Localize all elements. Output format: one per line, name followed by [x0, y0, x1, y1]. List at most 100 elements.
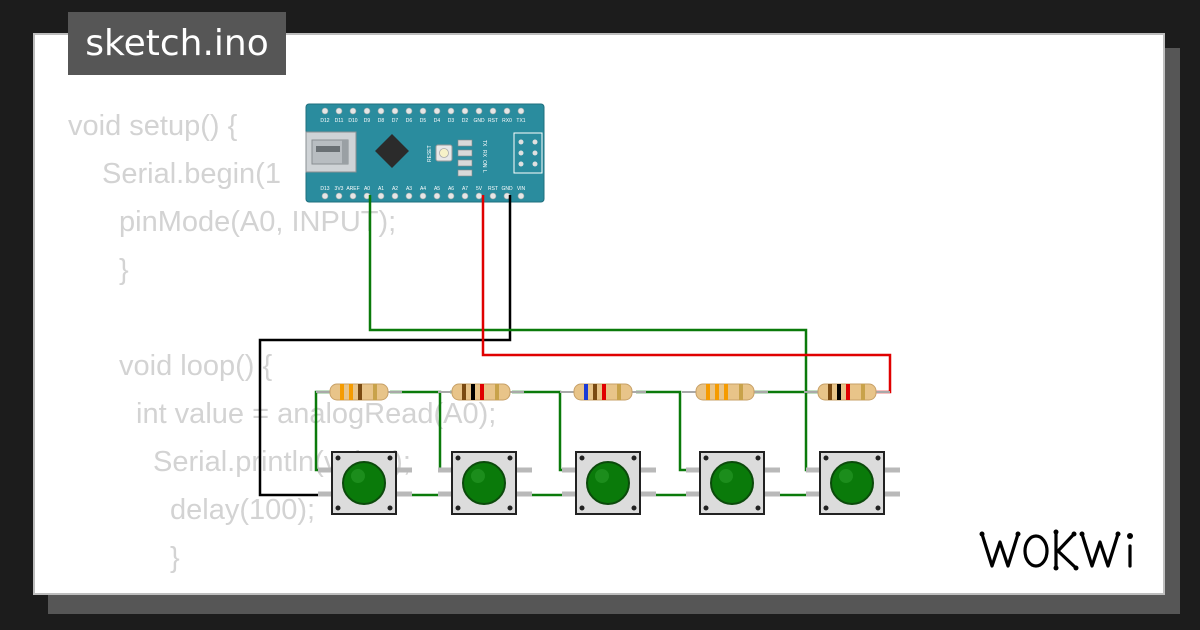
pin-label: TX1 [516, 118, 525, 124]
resistor-r4[interactable] [682, 383, 768, 401]
pin-3v3[interactable]: 3V3 [335, 186, 344, 200]
pin-label: A7 [462, 186, 468, 192]
icsp-header [513, 132, 543, 174]
resistor-r1[interactable] [316, 383, 402, 401]
a0-wire[interactable] [368, 195, 826, 472]
wokwi-logo [979, 529, 1133, 571]
led-label-rx: RX [481, 150, 487, 158]
pin-label: D13 [320, 186, 329, 192]
pin-aref[interactable]: AREF [346, 186, 360, 200]
button-cap[interactable] [830, 461, 874, 505]
pin-label: D12 [320, 118, 329, 124]
pin-vin[interactable]: VIN [517, 186, 526, 200]
pin-a0[interactable]: A0 [363, 186, 371, 200]
pin-label: D5 [420, 118, 427, 124]
pin-label: D11 [335, 118, 344, 124]
pin-d9[interactable]: D9 [363, 107, 371, 124]
microcontroller-chip-icon [375, 134, 409, 168]
resistor-r2[interactable] [438, 383, 524, 401]
code-line: void setup() { [68, 110, 238, 142]
pin-a1[interactable]: A1 [377, 186, 385, 200]
pin-label: GND [501, 186, 513, 192]
button-cap[interactable] [342, 461, 386, 505]
pin-label: D2 [462, 118, 469, 124]
pin-label: A1 [378, 186, 384, 192]
pin-label: GND [473, 118, 485, 124]
pin-gnd[interactable]: GND [473, 107, 485, 124]
reset-label: RESET [427, 145, 433, 162]
pin-tx1[interactable]: TX1 [516, 107, 526, 124]
pin-label: A3 [406, 186, 412, 192]
code-line: } [119, 254, 129, 286]
code-line: int value = analogRead(A0); [136, 398, 497, 430]
pin-d8[interactable]: D8 [377, 107, 385, 124]
resistors [316, 383, 890, 401]
vcc-wire[interactable] [481, 195, 892, 394]
wires [258, 195, 892, 497]
code-line: } [170, 542, 180, 574]
button-cap[interactable] [462, 461, 506, 505]
pin-a4[interactable]: A4 [419, 186, 427, 200]
code-line: Serial.begin(1 [102, 158, 281, 190]
pin-label: D10 [348, 118, 357, 124]
pin-label: RX0 [502, 118, 512, 124]
reset-button[interactable]: RESET [427, 144, 453, 162]
led-label-tx: TX [481, 140, 487, 147]
pin-d12[interactable]: D12 [320, 107, 330, 124]
pin-label: D8 [378, 118, 385, 124]
pin-d2[interactable]: D2 [461, 107, 469, 124]
pin-d4[interactable]: D4 [433, 107, 441, 124]
pin-a7[interactable]: A7 [461, 186, 469, 200]
status-leds: TX RX ON L [457, 139, 487, 177]
pin-rst[interactable]: RST [488, 107, 498, 124]
pin-a3[interactable]: A3 [405, 186, 413, 200]
pin-label: A0 [364, 186, 370, 192]
pin-d3[interactable]: D3 [447, 107, 455, 124]
pin-label: AREF [346, 186, 359, 192]
pushbutton-btn4[interactable] [686, 451, 780, 515]
pin-d7[interactable]: D7 [391, 107, 399, 124]
pin-label: A4 [420, 186, 426, 192]
pin-label: A5 [434, 186, 440, 192]
pin-d5[interactable]: D5 [419, 107, 427, 124]
pin-label: D7 [392, 118, 399, 124]
gnd-wire[interactable] [258, 195, 512, 497]
pin-label: D9 [364, 118, 371, 124]
pushbuttons [318, 451, 900, 515]
pin-label: D3 [448, 118, 455, 124]
pin-label: 3V3 [335, 186, 344, 192]
pin-label: RST [488, 118, 498, 124]
pin-d11[interactable]: D11 [335, 107, 344, 124]
pin-rx0[interactable]: RX0 [502, 107, 512, 124]
pushbutton-btn3[interactable] [562, 451, 656, 515]
pin-d6[interactable]: D6 [405, 107, 413, 124]
pin-a5[interactable]: A5 [433, 186, 441, 200]
pin-a6[interactable]: A6 [447, 186, 455, 200]
code-line: delay(100); [170, 494, 316, 526]
led-label-l: L [481, 170, 487, 173]
pin-label: VIN [517, 186, 526, 192]
pushbutton-btn2[interactable] [438, 451, 532, 515]
project-filename-tab[interactable]: sketch.ino [68, 12, 286, 75]
button-cap[interactable] [710, 461, 754, 505]
pin-label: A2 [392, 186, 398, 192]
pin-label: A6 [448, 186, 454, 192]
code-line: void loop() { [119, 350, 273, 382]
pushbutton-btn1[interactable] [318, 451, 412, 515]
led-label-on: ON [481, 160, 487, 168]
pin-d13[interactable]: D13 [320, 186, 330, 200]
usb-connector-icon [305, 131, 357, 173]
pushbutton-btn5[interactable] [806, 451, 900, 515]
resistor-r5[interactable] [804, 383, 890, 401]
pin-a2[interactable]: A2 [391, 186, 399, 200]
pin-label: D4 [434, 118, 441, 124]
pin-label: RST [488, 186, 498, 192]
pin-d10[interactable]: D10 [348, 107, 358, 124]
pin-label: 5V [476, 186, 483, 192]
pin-rst[interactable]: RST [488, 186, 498, 200]
resistor-r3[interactable] [560, 383, 646, 401]
button-cap[interactable] [586, 461, 630, 505]
